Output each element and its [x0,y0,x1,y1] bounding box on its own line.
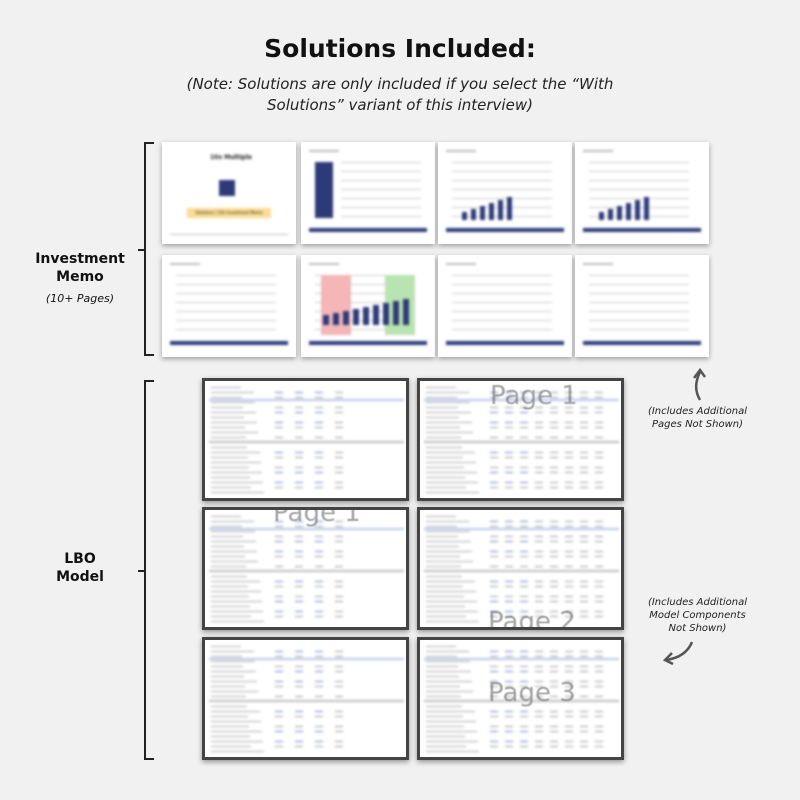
memo-label-text: Investment Memo [35,251,125,285]
lbo-annotation: (Includes Additional Model Components No… [647,597,748,634]
solutions-note: (Note: Solutions are only included if yo… [186,75,614,114]
lbo-model-page-thumbnail: Page 2 [417,507,624,630]
lbo-model-page-thumbnail: Page 1 [417,378,624,501]
memo-page-thumbnail [438,142,572,244]
lbo-model-page-thumbnail: Page 3 [417,637,624,760]
lbo-model-page-thumbnail [202,637,409,760]
memo-page-thumbnail [162,255,296,357]
lbo-bracket [138,380,154,760]
memo-page-thumbnail [575,142,709,244]
memo-sublabel: (10+ Pages) [45,292,115,305]
memo-page-thumbnail [301,255,435,357]
memo-page-thumbnail [438,255,572,357]
page-watermark: Page 1 [273,507,361,528]
page-title: Solutions Included: [264,34,536,63]
page-watermark: Page 2 [488,607,576,630]
memo-page-thumbnail: 10x Multiple Solutions | 10x Investment … [162,142,296,244]
memo-page-thumbnail [575,255,709,357]
memo-cover-brand: 10x Multiple [210,154,252,161]
memo-page-thumbnail [301,142,435,244]
memo-cover-banner: Solutions | 10x Investment Memo [187,208,271,218]
page-watermark: Page 3 [488,678,576,708]
memo-bracket [138,142,154,356]
memo-label: Investment Memo (10+ Pages) [30,250,130,308]
lbo-model-page-thumbnail [202,378,409,501]
lbo-label: LBO Model [56,551,104,585]
page-watermark: Page 1 [490,381,578,411]
lbo-model-page-thumbnail: Page 1 [202,507,409,630]
arrow-up-icon [693,367,707,401]
memo-annotation: (Includes Additional Pages Not Shown) [647,406,748,430]
arrow-down-left-icon [662,641,694,666]
